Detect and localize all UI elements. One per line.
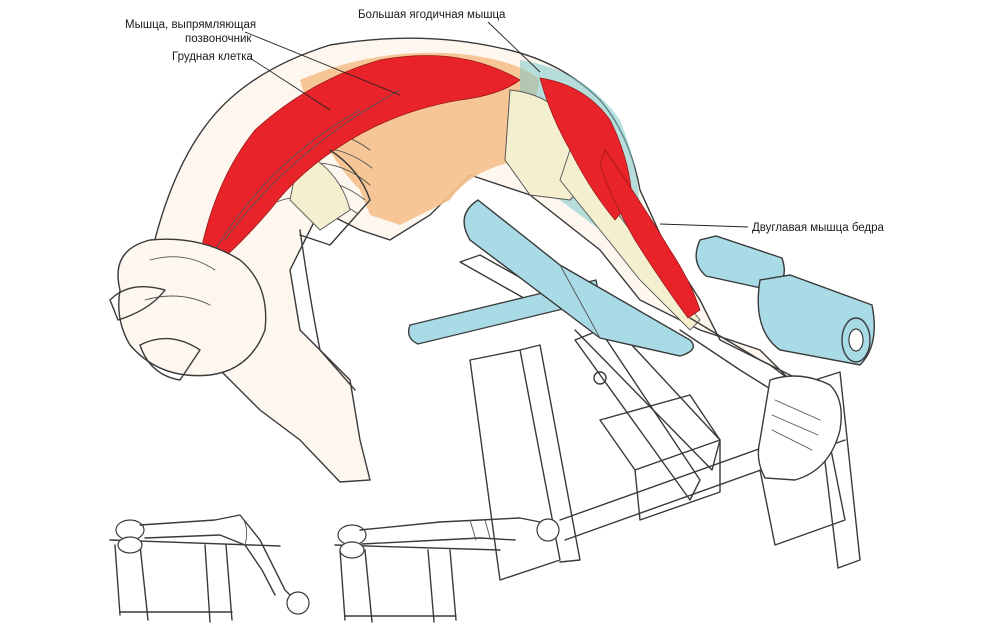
- label-biceps-femoris: Двуглавая мышца бедра: [659, 222, 885, 234]
- spinal-erector-muscle: [199, 55, 521, 271]
- label-spinal-erector-line1: Мышца, выпрямляющая: [125, 19, 256, 31]
- biceps-femoris-muscle: [599, 149, 701, 319]
- hyperextension-bench: [407, 199, 875, 581]
- label-rib-cage: Грудная клетка: [172, 51, 331, 111]
- athlete-figure: [109, 37, 842, 483]
- head: [117, 238, 267, 377]
- label-spinal-erector: Мышца, выпрямляющая позвоночник: [125, 19, 401, 96]
- label-gluteus-maximus: Большая ягодичная мышца: [358, 9, 541, 73]
- inset-end-position: [334, 517, 560, 623]
- inset-start-position: [109, 514, 310, 623]
- label-gluteus-maximus-text: Большая ягодичная мышца: [358, 9, 506, 21]
- label-rib-cage-text: Грудная клетка: [172, 51, 254, 63]
- svg-text:Мышца, выпрямляющая позв: Мышца, выпрямляющая позвоночник: [125, 19, 259, 45]
- label-biceps-femoris-text: Двуглавая мышца бедра: [752, 222, 885, 234]
- label-spinal-erector-line2: позвоночник: [185, 33, 252, 45]
- shoe: [757, 375, 842, 481]
